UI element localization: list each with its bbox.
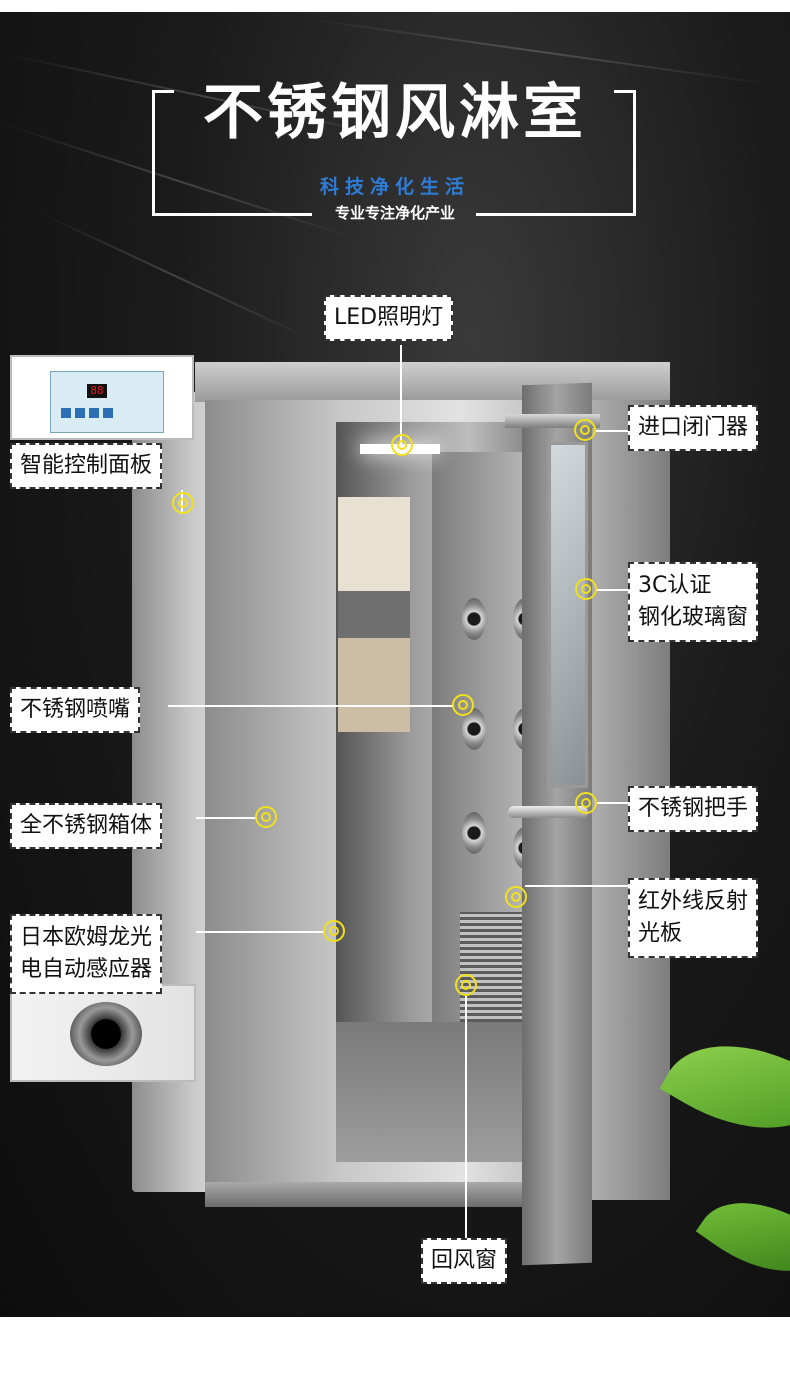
connector-handle (596, 802, 628, 804)
leaf-decoration (695, 1173, 790, 1301)
light-streak (39, 212, 313, 341)
connector-sensor (196, 931, 324, 933)
nozzle (462, 812, 486, 854)
connector-return-air (465, 996, 467, 1238)
connector-body (196, 817, 256, 819)
leaf-decoration (659, 1010, 790, 1164)
label-handle: 不锈钢把手 (628, 786, 759, 832)
sensor-photo (10, 984, 196, 1082)
connector-led (400, 345, 402, 445)
cabinet-base (205, 1182, 585, 1207)
panel-display: 88 (87, 384, 107, 398)
nozzle (462, 598, 486, 640)
marker-nozzle (452, 694, 474, 716)
connector-door-closer (594, 430, 628, 432)
return-air-grille (460, 912, 524, 1022)
label-sensor: 日本欧姆龙光 电自动感应器 (10, 914, 163, 994)
title-frame-bottom-right (476, 213, 636, 216)
marker-control-panel (172, 492, 194, 514)
cabinet-top (195, 362, 670, 402)
label-control-panel: 智能控制面板 (10, 443, 163, 489)
marker-handle (575, 792, 597, 814)
control-panel-photo: 88 (10, 355, 194, 440)
marker-sensor (323, 920, 345, 942)
label-body: 全不锈钢箱体 (10, 803, 163, 849)
label-reflector-line2: 光板 (638, 921, 683, 946)
label-return-air: 回风窗 (421, 1238, 508, 1284)
title-frame-left (152, 90, 155, 216)
door-handle (508, 806, 588, 818)
label-sensor-line1: 日本欧姆龙光 (20, 925, 153, 950)
label-door-closer: 进口闭门器 (628, 405, 759, 451)
sensor-lens (70, 1002, 142, 1066)
page-title: 不锈钢风淋室 (203, 78, 587, 148)
product-poster: 不锈钢风淋室 科技净化生活 专业专注净化产业 (0, 12, 790, 1317)
label-nozzle: 不锈钢喷嘴 (10, 687, 141, 733)
connector-glass-window (596, 589, 628, 591)
interior-window (338, 497, 410, 732)
marker-body (255, 806, 277, 828)
label-glass-window-line2: 钢化玻璃窗 (638, 605, 749, 630)
interior-floor (336, 1022, 526, 1162)
subtitle: 专业专注净化产业 (334, 204, 455, 222)
title-frame-bottom-left (152, 213, 312, 216)
marker-led (391, 434, 413, 456)
marker-return-air (455, 974, 477, 996)
label-reflector-line1: 红外线反射 (638, 889, 749, 914)
label-sensor-line2: 电自动感应器 (20, 957, 153, 982)
label-glass-window: 3C认证 钢化玻璃窗 (628, 562, 759, 642)
marker-door-closer (574, 419, 596, 441)
title-frame-top-left (152, 90, 174, 93)
door-glass-window (548, 442, 588, 788)
slogan: 科技净化生活 (319, 176, 470, 198)
panel-buttons (61, 408, 115, 418)
marker-glass-window (575, 578, 597, 600)
marker-reflector (505, 886, 527, 908)
connector-nozzle (168, 705, 453, 707)
label-reflector: 红外线反射 光板 (628, 878, 759, 958)
title-frame-right (633, 90, 636, 216)
control-panel-body: 88 (50, 371, 164, 433)
title-frame-top-right (614, 90, 636, 93)
label-glass-window-line1: 3C认证 (638, 573, 712, 598)
label-led-light: LED照明灯 (324, 295, 454, 341)
connector-reflector (525, 885, 628, 887)
